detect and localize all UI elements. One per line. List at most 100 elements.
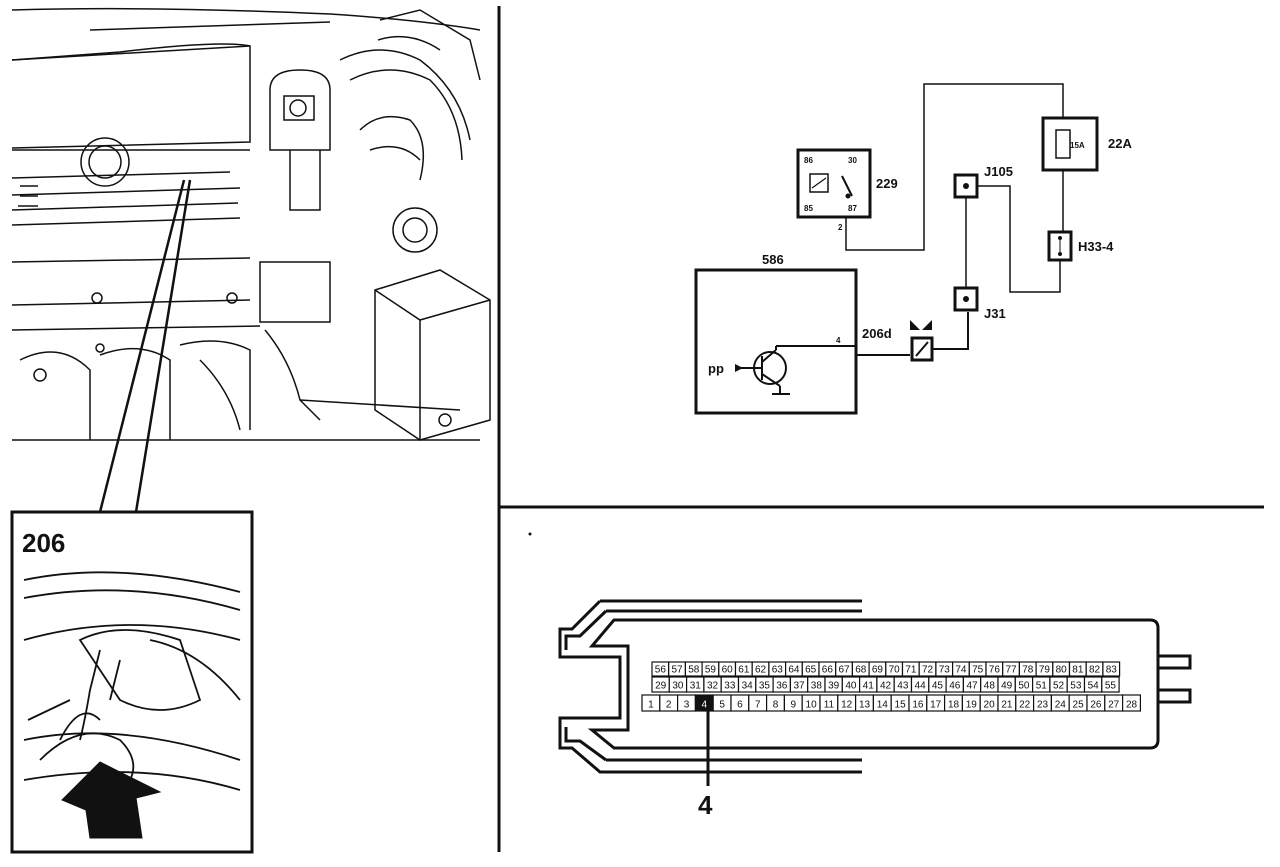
pin-number: 48 [984, 681, 996, 692]
connector-h33 [1047, 230, 1073, 262]
pin-number: 22 [1019, 700, 1031, 711]
pin-number: 23 [1037, 700, 1049, 711]
pin-number: 2 [666, 700, 672, 711]
pin-number: 4 [702, 700, 708, 711]
pin-number: 34 [742, 681, 754, 692]
input-label: pp [708, 361, 724, 376]
pin-label: 4 [836, 336, 841, 345]
pin-number: 40 [845, 681, 857, 692]
pin-number: 13 [859, 700, 871, 711]
pin-number: 64 [788, 665, 800, 676]
relay-pin-86: 86 [804, 156, 813, 165]
connector-h33-label: H33-4 [1078, 239, 1114, 254]
transistor-icon [740, 345, 856, 395]
pin-number: 8 [773, 700, 779, 711]
pin-number: 11 [824, 700, 835, 711]
pin-number: 31 [690, 681, 702, 692]
pin-number: 52 [1053, 681, 1065, 692]
pin-number: 51 [1036, 681, 1048, 692]
pin-number: 32 [707, 681, 719, 692]
callout-206-box: 206 [10, 510, 254, 854]
pin-number: 27 [1108, 700, 1120, 711]
pointer-arrow-icon [61, 761, 162, 839]
pin-number: 24 [1055, 700, 1067, 711]
relay-pin-30: 30 [848, 156, 857, 165]
pin-number: 6 [737, 700, 743, 711]
pin-number: 39 [828, 681, 840, 692]
pin-number: 37 [793, 681, 805, 692]
speck [528, 532, 532, 536]
pin-number: 79 [1039, 665, 1051, 676]
splice-j31-label: J31 [984, 306, 1006, 321]
pin-number: 62 [755, 665, 767, 676]
pin-number: 83 [1106, 665, 1118, 676]
ecu-label: 586 [762, 252, 784, 267]
pin-number: 41 [863, 681, 875, 692]
circuit-schematic: 586 pp 4 206d J31 [694, 83, 1132, 415]
pin-number: 72 [922, 665, 934, 676]
pin-number: 38 [811, 681, 823, 692]
pin-number: 59 [705, 665, 717, 676]
pin-number: 46 [949, 681, 961, 692]
pin-number: 17 [930, 700, 942, 711]
pin-number: 57 [671, 665, 683, 676]
pin-number: 67 [838, 665, 850, 676]
pin-number: 73 [939, 665, 951, 676]
pin-number: 30 [672, 681, 684, 692]
engine-bay-illustration [11, 7, 491, 441]
relay-229 [796, 148, 872, 219]
callout-206-label: 206 [22, 528, 65, 558]
pin-number: 14 [877, 700, 889, 711]
pin-number: 42 [880, 681, 892, 692]
pin-number: 44 [915, 681, 927, 692]
injector-icon [910, 320, 934, 362]
pin-number: 20 [984, 700, 996, 711]
pin-number: 82 [1089, 665, 1101, 676]
pin-cell [1121, 694, 1141, 712]
panel-dividers [497, 6, 1264, 852]
pin-number: 74 [955, 665, 967, 676]
pin-number: 58 [688, 665, 700, 676]
pin-number: 35 [759, 681, 771, 692]
callout-pointer [98, 179, 192, 513]
connector-206d-label: 206d [862, 326, 892, 341]
pin-number: 69 [872, 665, 884, 676]
pin-number: 71 [905, 665, 917, 676]
pin-number: 18 [948, 700, 960, 711]
pin-number: 25 [1073, 700, 1085, 711]
pin-number: 54 [1088, 681, 1100, 692]
fuse-value: 15A [1070, 141, 1085, 150]
pin-number: 12 [841, 700, 853, 711]
pin-number: 68 [855, 665, 867, 676]
pin-number: 78 [1022, 665, 1034, 676]
pin-number: 76 [989, 665, 1001, 676]
pin-number: 49 [1001, 681, 1013, 692]
pin-number: 55 [1105, 681, 1117, 692]
relay-pin-85: 85 [804, 204, 813, 213]
pin-number: 19 [966, 700, 978, 711]
pin-number: 66 [822, 665, 834, 676]
pin-number: 47 [966, 681, 978, 692]
relay-terminal-2: 2 [838, 223, 843, 232]
fuse-label: 22A [1108, 136, 1132, 151]
pin-number: 81 [1072, 665, 1084, 676]
pin-number: 80 [1056, 665, 1068, 676]
pin-number: 5 [719, 700, 725, 711]
splice-j105-label: J105 [984, 164, 1013, 179]
pin-number: 7 [755, 700, 761, 711]
pin-number: 75 [972, 665, 984, 676]
pin-number: 60 [722, 665, 734, 676]
pin-number: 36 [776, 681, 788, 692]
pin-number: 16 [912, 700, 924, 711]
pin-cell [1102, 661, 1121, 677]
pin-number: 56 [655, 665, 667, 676]
pin-number: 65 [805, 665, 817, 676]
pin-number: 21 [1001, 700, 1013, 711]
pin-number: 28 [1126, 700, 1138, 711]
relay-label: 229 [876, 176, 898, 191]
pin-callout-label: 4 [698, 790, 713, 820]
pin-number: 1 [648, 700, 654, 711]
pin-cell [1101, 676, 1120, 693]
pin-number: 45 [932, 681, 944, 692]
